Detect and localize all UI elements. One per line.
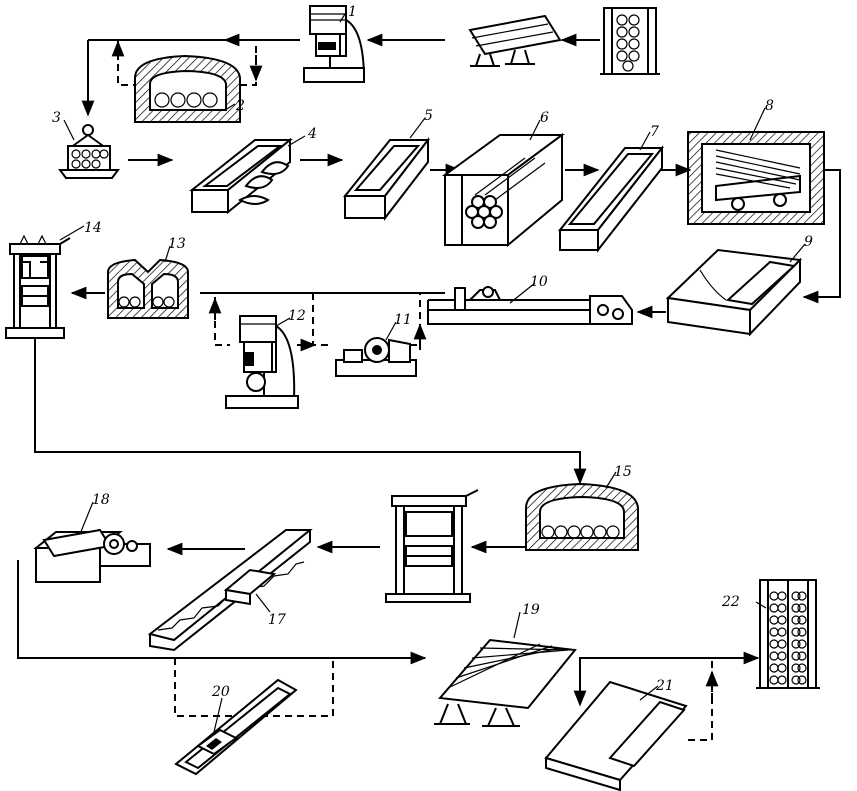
label-6: 6 [540, 110, 549, 126]
roller-table-top [468, 14, 562, 67]
storage-rack-22 [756, 579, 820, 689]
label-8: 8 [765, 98, 774, 114]
furnace-2 [134, 54, 241, 123]
label-17: 17 [268, 612, 286, 628]
motor-11 [335, 337, 417, 377]
label-15: 15 [614, 464, 632, 480]
cooling-trough-21 [544, 680, 688, 791]
cutting-trough-4 [189, 137, 293, 215]
dashed-11-path [312, 293, 328, 346]
storage-rack-top [600, 7, 660, 75]
furnace-13 [107, 258, 189, 319]
label-3: 3 [52, 110, 61, 126]
line-18-to-19 [17, 560, 425, 659]
hammer-12 [225, 315, 299, 409]
label-4: 4 [307, 126, 317, 142]
label-1: 1 [348, 4, 357, 20]
crane-hook-3 [58, 124, 120, 179]
furnace-15 [525, 482, 639, 551]
press-16 [385, 489, 479, 603]
label-5: 5 [424, 108, 433, 124]
die-17 [147, 529, 313, 652]
trough-20 [174, 678, 298, 776]
label-10: 10 [530, 274, 548, 290]
dashed-12-left [214, 297, 230, 346]
roller-conveyor-10 [427, 286, 633, 325]
hammer-1 [303, 5, 366, 83]
label-21: 21 [655, 678, 674, 694]
line-14-to-15 [34, 338, 581, 480]
dashed-bypass-right [240, 40, 257, 86]
leader-lines [59, 13, 806, 733]
label-9: 9 [804, 234, 813, 250]
cooling-trough-9 [665, 248, 803, 337]
label-12: 12 [288, 308, 306, 324]
label-20: 20 [211, 684, 230, 700]
flow-lines [17, 33, 841, 741]
label-14: 14 [84, 220, 102, 236]
dashed-21-out [688, 660, 713, 741]
line-8-to-9 [806, 169, 841, 298]
label-11: 11 [394, 312, 412, 328]
label-18: 18 [92, 492, 110, 508]
label-22: 22 [721, 594, 740, 610]
number-labels: 1 2 3 4 5 6 7 8 9 10 11 12 13 14 15 17 1… [52, 4, 813, 700]
trough-7 [557, 145, 665, 253]
label-19: 19 [522, 602, 540, 618]
roller-table-19 [434, 638, 577, 727]
label-2: 2 [235, 98, 245, 114]
bar-bin-6 [441, 133, 566, 248]
cart-furnace-8 [687, 131, 825, 225]
label-13: 13 [168, 236, 186, 252]
machine-18 [33, 528, 151, 583]
trough-5 [342, 137, 431, 221]
dashed-11-right [410, 293, 421, 346]
label-7: 7 [650, 124, 659, 140]
press-14 [5, 234, 71, 339]
dashed-bypass-left [117, 40, 135, 86]
